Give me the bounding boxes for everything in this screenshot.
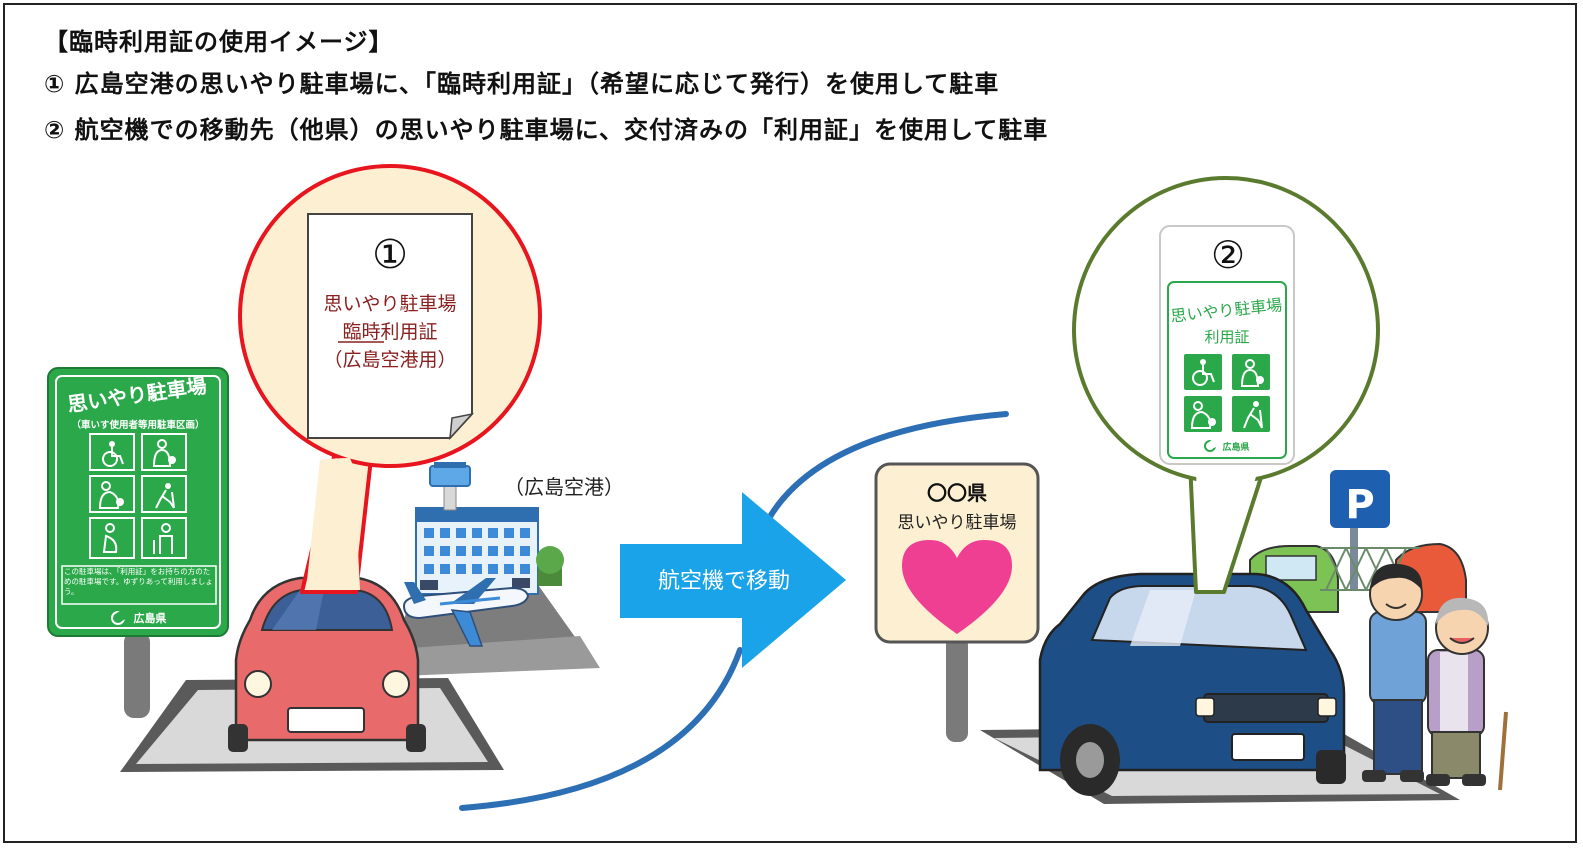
caption-line-2: ② 航空機での移動先（他県）の思いやり駐車場に、交付済みの「利用証」を使用して駐…	[44, 116, 1049, 144]
travel-arc-lower	[459, 647, 743, 811]
elderly-cane-icon	[155, 483, 175, 509]
right-sign-prefecture: 〇〇県	[927, 481, 987, 505]
permit-line-3: （広島空港用）	[323, 349, 456, 371]
hiroshima-logo-icon	[1204, 440, 1217, 452]
wheelchair-icon	[1192, 359, 1215, 386]
caption-line-1: ① 広島空港の思いやり駐車場に、「臨時利用証」（希望に応じて発行）を使用して駐車	[44, 70, 1000, 98]
cane-icon	[1498, 711, 1508, 791]
blue-car	[1038, 572, 1346, 796]
bubble1-number: ①	[372, 232, 408, 278]
figure-title: 【臨時利用証の使用イメージ】	[44, 28, 394, 56]
left-sign-post	[124, 632, 150, 718]
accessibility-pictograms	[89, 433, 187, 559]
left-sign-issuer: 広島県	[134, 611, 167, 625]
permit-card-subtitle: 利用証	[1204, 328, 1249, 346]
parking-p-letter: P	[1345, 482, 1374, 528]
left-sign-notice: この駐車場は、「利用証」をお持ちの方のための駐車場です。ゆずりあって利用しましょ…	[64, 567, 213, 596]
bubble2-number: ②	[1211, 233, 1245, 277]
heart-icon	[902, 540, 1012, 634]
right-sign-post	[946, 636, 968, 742]
red-car	[228, 576, 426, 752]
permit-pictograms	[1184, 354, 1270, 432]
elderly-person	[1426, 597, 1508, 791]
caregiver-person	[1362, 563, 1427, 782]
elderly-cane-icon	[1243, 401, 1263, 429]
right-sign-title: 思いやり駐車場	[898, 513, 1017, 533]
pregnant-icon	[102, 523, 118, 553]
arrow-label: 航空機で移動	[658, 569, 790, 594]
internal-disability-icon	[1240, 359, 1264, 387]
permit-card-issuer: 広島県	[1222, 441, 1249, 453]
left-parking-sign: 思いやり駐車場 （車いす使用者等用駐車区画） この駐車場は、「利用証」をお持ちの…	[47, 367, 229, 637]
heart-plus-icon	[98, 481, 124, 509]
temporary-permit-document	[307, 213, 475, 441]
heart-plus-icon	[1190, 401, 1216, 429]
injured-icon	[153, 523, 173, 554]
airport-label: （広島空港）	[504, 475, 624, 499]
parking-p-sign	[1330, 470, 1390, 590]
travel-arrow	[620, 492, 846, 668]
airplane-icon	[402, 578, 530, 647]
travel-arc-upper	[765, 411, 1009, 523]
wheelchair-icon	[102, 441, 124, 467]
hiroshima-logo-icon	[111, 611, 126, 625]
left-sign-subtitle: （車いす使用者等用駐車区画）	[71, 419, 204, 431]
internal-disability-icon	[152, 439, 176, 467]
permit-line-2: 臨時利用証	[342, 321, 437, 343]
airport-illustration	[390, 462, 600, 676]
permit-line-1: 思いやり駐車場	[323, 293, 456, 315]
permit-hang-tag	[1159, 225, 1295, 465]
